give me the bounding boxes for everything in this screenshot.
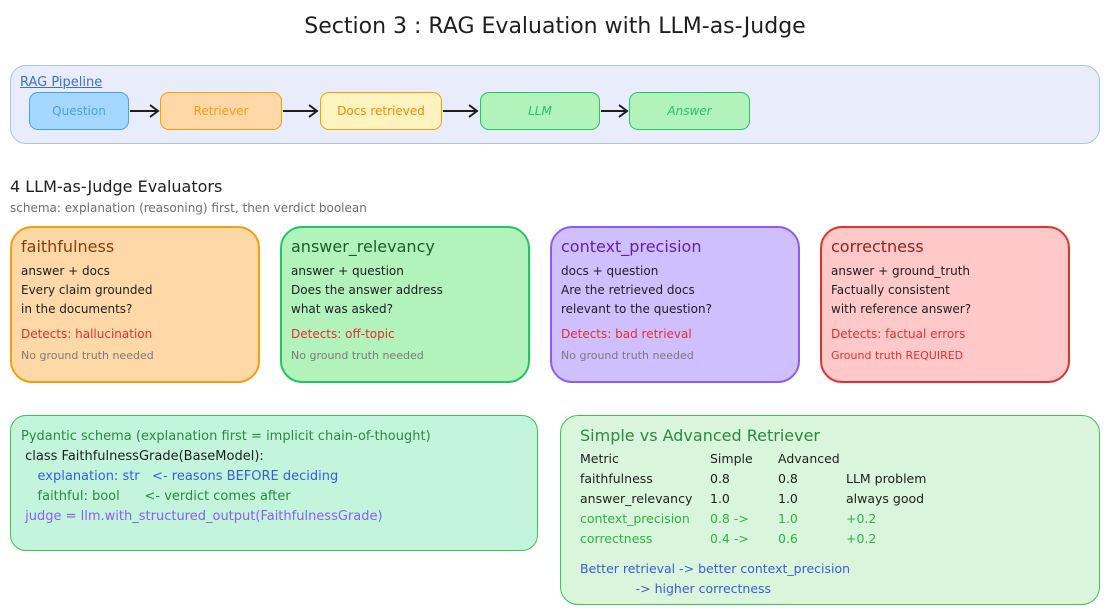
evaluator-question-line2: with reference answer?: [831, 302, 972, 316]
comparison-row: faithfulness 0.8 0.8 LLM problem: [580, 469, 1080, 489]
evaluator-name: faithfulness: [21, 237, 115, 256]
evaluator-question-line1: Every claim grounded: [21, 283, 153, 297]
row-delta: +0.2: [846, 531, 877, 546]
evaluator-ground-truth: No ground truth needed: [291, 349, 424, 362]
header-simple: Simple: [710, 451, 753, 466]
evaluator-card-correctness[interactable]: correctness answer + ground_truth Factua…: [820, 226, 1070, 383]
pipeline-step-label: Docs retrieved: [337, 104, 425, 118]
advanced-value: 1.0: [778, 511, 798, 526]
evaluator-card-answer-relevancy[interactable]: answer_relevancy answer + question Does …: [280, 226, 530, 383]
evaluator-question-line2: what was asked?: [291, 302, 394, 316]
rag-pipeline-label: RAG Pipeline: [20, 75, 103, 90]
evaluator-question-line1: Does the answer address: [291, 283, 443, 297]
arrow-right-icon: [283, 104, 319, 118]
evaluators-subheading: schema: explanation (reasoning) first, t…: [10, 201, 367, 215]
evaluator-detects: Detects: factual errors: [831, 327, 966, 341]
pipeline-step-answer[interactable]: Answer: [629, 92, 750, 130]
evaluator-ground-truth: No ground truth needed: [561, 349, 694, 362]
advanced-value: 0.6: [778, 531, 798, 546]
arrow-right-icon: [130, 104, 160, 118]
header-metric: Metric: [580, 451, 619, 466]
evaluator-detects: Detects: bad retrieval: [561, 327, 692, 341]
comparison-header-row: Metric Simple Advanced: [580, 449, 1080, 469]
schema-line: Pydantic schema (explanation first = imp…: [21, 429, 431, 444]
evaluator-question-line2: in the documents?: [21, 302, 133, 316]
pydantic-schema-box: Pydantic schema (explanation first = imp…: [10, 415, 538, 551]
simple-value: 0.4 ->: [710, 531, 749, 546]
comparison-note-line1: Better retrieval -> better context_preci…: [580, 561, 851, 576]
evaluator-card-faithfulness[interactable]: faithfulness answer + docs Every claim g…: [10, 226, 260, 383]
pipeline-step-retriever[interactable]: Retriever: [160, 92, 282, 130]
simple-value: 1.0: [710, 491, 730, 506]
comparison-row: answer_relevancy 1.0 1.0 always good: [580, 489, 1080, 509]
evaluator-question-line1: Factually consistent: [831, 283, 950, 297]
pipeline-step-llm[interactable]: LLM: [480, 92, 600, 130]
evaluator-inputs: answer + docs: [21, 264, 110, 278]
evaluator-name: answer_relevancy: [291, 237, 435, 256]
pipeline-step-label: LLM: [528, 104, 552, 118]
evaluator-name: correctness: [831, 237, 924, 256]
arrow-right-icon: [601, 104, 629, 118]
row-comment: LLM problem: [846, 471, 927, 486]
comparison-note-line2: -> higher correctness: [580, 581, 772, 596]
retriever-comparison-box: Simple vs Advanced Retriever Metric Simp…: [560, 415, 1100, 605]
simple-value: 0.8 ->: [710, 511, 749, 526]
evaluator-question-line1: Are the retrieved docs: [561, 283, 695, 297]
pipeline-step-label: Retriever: [193, 104, 249, 118]
advanced-value: 0.8: [778, 471, 798, 486]
row-delta: +0.2: [846, 511, 877, 526]
evaluator-question-line2: relevant to the question?: [561, 302, 712, 316]
schema-line: judge = llm.with_structured_output(Faith…: [21, 509, 383, 524]
evaluator-inputs: answer + question: [291, 264, 404, 278]
comparison-title: Simple vs Advanced Retriever: [580, 426, 820, 445]
pipeline-step-label: Answer: [667, 104, 712, 118]
pipeline-step-label: Question: [52, 104, 106, 118]
evaluator-inputs: docs + question: [561, 264, 659, 278]
evaluator-card-context-precision[interactable]: context_precision docs + question Are th…: [550, 226, 800, 383]
evaluator-inputs: answer + ground_truth: [831, 264, 971, 278]
evaluator-detects: Detects: off-topic: [291, 327, 395, 341]
comparison-row: correctness 0.4 -> 0.6 +0.2: [580, 529, 1080, 549]
page-title: Section 3 : RAG Evaluation with LLM-as-J…: [304, 14, 806, 39]
schema-line: explanation: str <- reasons BEFORE decid…: [21, 469, 339, 484]
metric-name: context_precision: [580, 511, 690, 526]
evaluator-detects: Detects: hallucination: [21, 327, 153, 341]
header-advanced: Advanced: [778, 451, 840, 466]
schema-line: faithful: bool <- verdict comes after: [21, 489, 291, 504]
pipeline-step-docs-retrieved[interactable]: Docs retrieved: [320, 92, 442, 130]
metric-name: answer_relevancy: [580, 491, 693, 506]
metric-name: correctness: [580, 531, 653, 546]
evaluator-ground-truth: No ground truth needed: [21, 349, 154, 362]
pipeline-step-question[interactable]: Question: [29, 92, 129, 130]
evaluators-heading: 4 LLM-as-Judge Evaluators: [10, 177, 223, 196]
metric-name: faithfulness: [580, 471, 653, 486]
advanced-value: 1.0: [778, 491, 798, 506]
arrow-right-icon: [443, 104, 479, 118]
evaluator-ground-truth: Ground truth REQUIRED: [831, 349, 964, 362]
evaluator-name: context_precision: [561, 237, 702, 256]
schema-line: class FaithfulnessGrade(BaseModel):: [21, 449, 264, 464]
row-comment: always good: [846, 491, 925, 506]
comparison-row: context_precision 0.8 -> 1.0 +0.2: [580, 509, 1080, 529]
simple-value: 0.8: [710, 471, 730, 486]
